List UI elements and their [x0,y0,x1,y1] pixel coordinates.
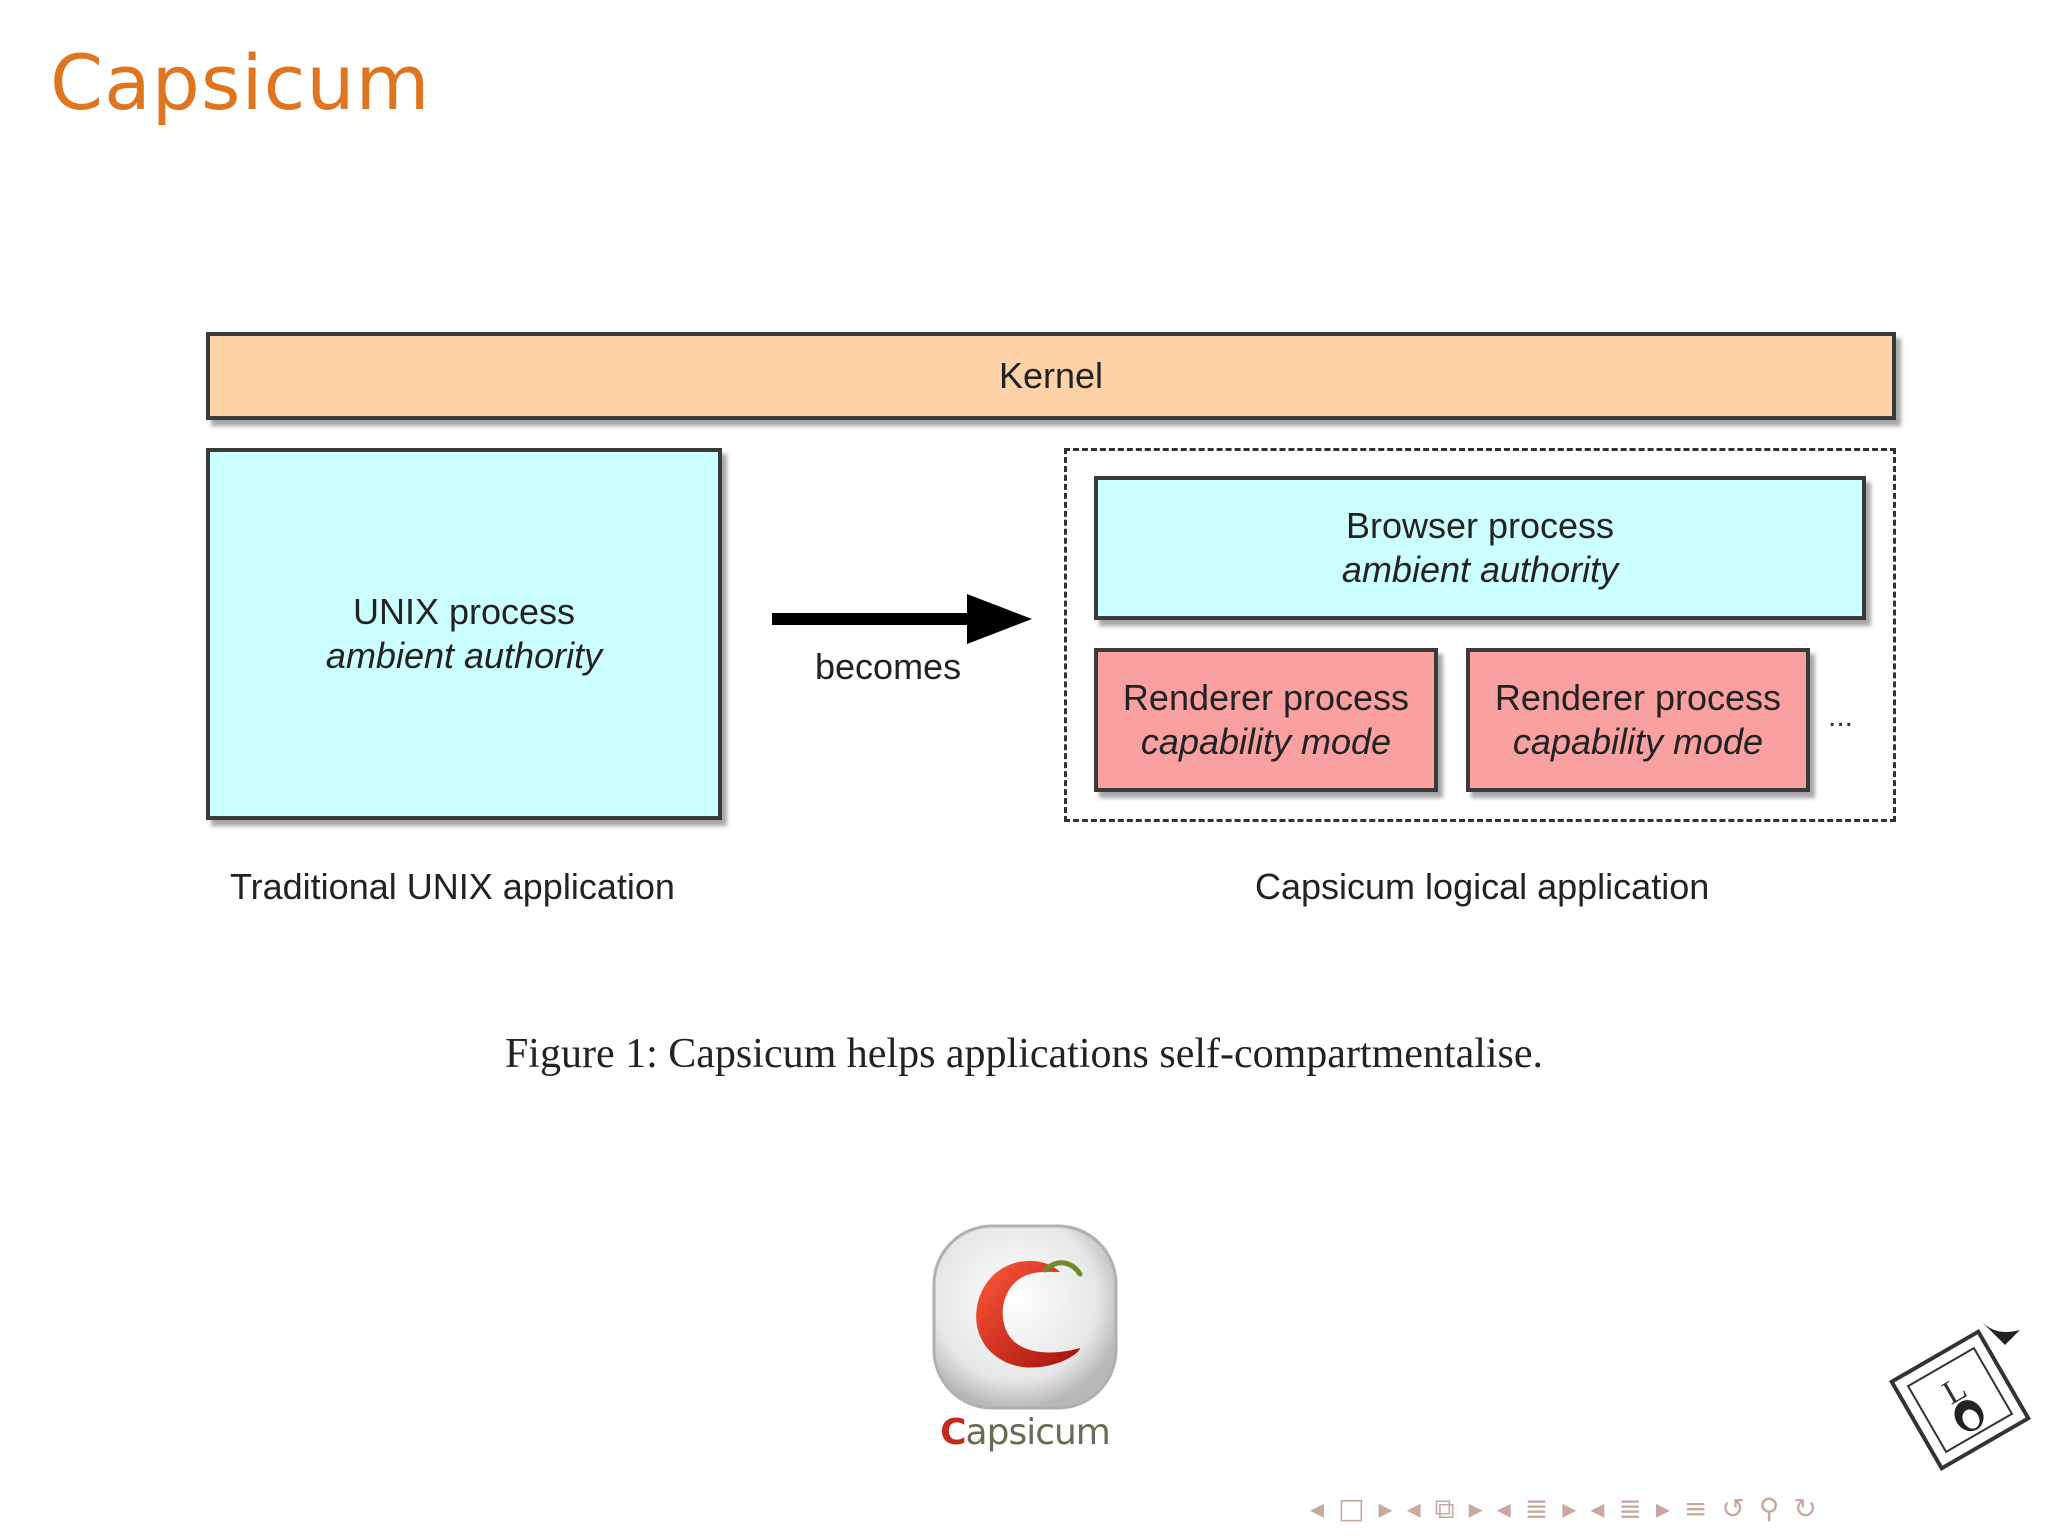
renderer-process-label-2: Renderer process [1494,677,1782,719]
linux-user-group-logo: L [1880,1300,2040,1480]
undo-icon[interactable]: ↺ [1721,1492,1745,1525]
kernel-label: Kernel [998,355,1104,397]
unix-process-label: UNIX process [352,591,576,633]
figure-caption: Figure 1: Capsicum helps applications se… [504,1031,1544,1077]
renderer-process-label-1: Renderer process [1122,677,1410,719]
becomes-label: becomes [815,646,962,687]
browser-process-sub: ambient authority [1341,549,1619,590]
search-icon[interactable]: ⚲ [1758,1492,1780,1525]
nav-left-arrow-icon[interactable]: ◂ [1590,1492,1605,1525]
unix-process-sub: ambient authority [325,635,603,676]
nav-left-arrow-icon[interactable]: ◂ [1406,1492,1421,1525]
renderer-process-sub-1: capability mode [1140,721,1392,762]
chili-pepper-icon [932,1224,1118,1410]
becomes-arrow-icon [772,594,1032,644]
browser-process-label: Browser process [1345,505,1615,547]
section-icon[interactable]: ≣ [1524,1492,1549,1525]
unix-process-box: UNIX process ambient authority [206,448,722,820]
nav-right-arrow-icon[interactable]: ▸ [1655,1492,1670,1525]
capsicum-logical-caption: Capsicum logical application [1255,866,1710,907]
linux-penguin-badge-icon: L [1888,1320,2032,1472]
nav-left-arrow-icon[interactable]: ◂ [1310,1492,1325,1525]
slide-title: Capsicum [50,38,431,127]
section-icon[interactable]: ≣ [1618,1492,1642,1525]
redo-icon[interactable]: ↻ [1793,1492,1817,1525]
nav-right-arrow-icon[interactable]: ▸ [1468,1492,1483,1525]
renderer-process-box-1: Renderer process capability mode [1094,648,1438,792]
subsection-icon[interactable]: ⧉ [1434,1492,1455,1525]
renderer-process-box-2: Renderer process capability mode [1466,648,1810,792]
kernel-box: Kernel [206,332,1896,420]
capsicum-wordmark: Capsicum [940,1412,1111,1453]
renderer-process-sub-2: capability mode [1512,721,1764,762]
beamer-navigation-bar: ◂ □ ▸ ◂ ⧉ ▸ ◂ ≣ ▸ ◂ ≣ ▸ ≡ ↺ ⚲ ↻ [1310,1492,1817,1526]
more-renderers-ellipsis: ... [1828,700,1854,733]
capsicum-logical-application-boundary [1064,448,1896,822]
align-icon[interactable]: ≡ [1683,1492,1708,1525]
nav-left-arrow-icon[interactable]: ◂ [1496,1492,1511,1525]
nav-right-arrow-icon[interactable]: ▸ [1378,1492,1393,1525]
nav-right-arrow-icon[interactable]: ▸ [1562,1492,1577,1525]
frame-icon[interactable]: □ [1338,1492,1365,1525]
capsicum-logo: Capsicum [930,1222,1120,1462]
browser-process-box: Browser process ambient authority [1094,476,1866,620]
traditional-unix-caption: Traditional UNIX application [230,866,675,907]
